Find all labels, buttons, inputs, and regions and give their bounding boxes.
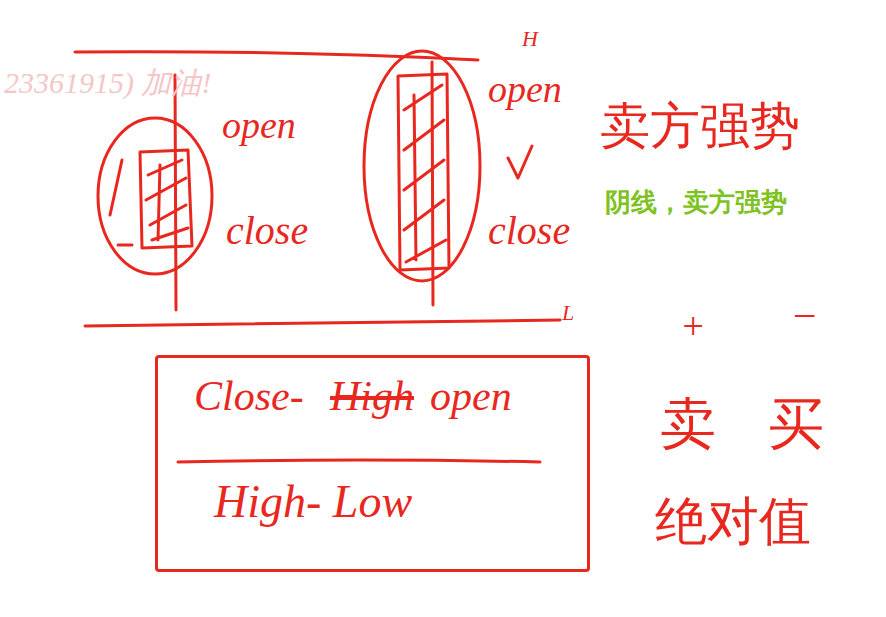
hatch: [404, 85, 446, 262]
circle-mark: [98, 118, 212, 274]
annotation: open: [488, 68, 562, 112]
high-line: [75, 52, 478, 60]
annotation: 卖: [660, 392, 716, 456]
low-line: [85, 320, 560, 326]
struck-term: High: [330, 372, 414, 420]
annotation: close: [226, 208, 308, 254]
candle-body: [140, 150, 192, 248]
formula-term: High- Low: [214, 476, 412, 529]
fraction-bar: [178, 460, 540, 462]
circle-mark: [364, 51, 480, 281]
annotation: +: [680, 305, 706, 349]
candle-body: [398, 74, 449, 270]
annotation: H: [522, 26, 538, 51]
annotation: close: [488, 208, 570, 254]
annotation: 卖方强势: [600, 98, 800, 156]
wick: [175, 75, 176, 310]
annotation: 买: [768, 392, 824, 456]
annotation: open: [222, 104, 296, 148]
annotation: 阴线，卖方强势: [605, 188, 787, 218]
check-mark: [508, 146, 532, 178]
watermark: 23361915) 加油!: [4, 66, 211, 101]
formula-box: Close- High openHigh- Low: [155, 355, 590, 572]
annotation: 绝对值: [655, 492, 811, 552]
annotation: −: [790, 292, 818, 340]
formula-term: open: [430, 372, 512, 420]
annotation: L: [562, 300, 574, 325]
hatch: [146, 160, 188, 240]
formula-term: Close-: [194, 372, 304, 420]
pen-mark: [110, 160, 132, 245]
